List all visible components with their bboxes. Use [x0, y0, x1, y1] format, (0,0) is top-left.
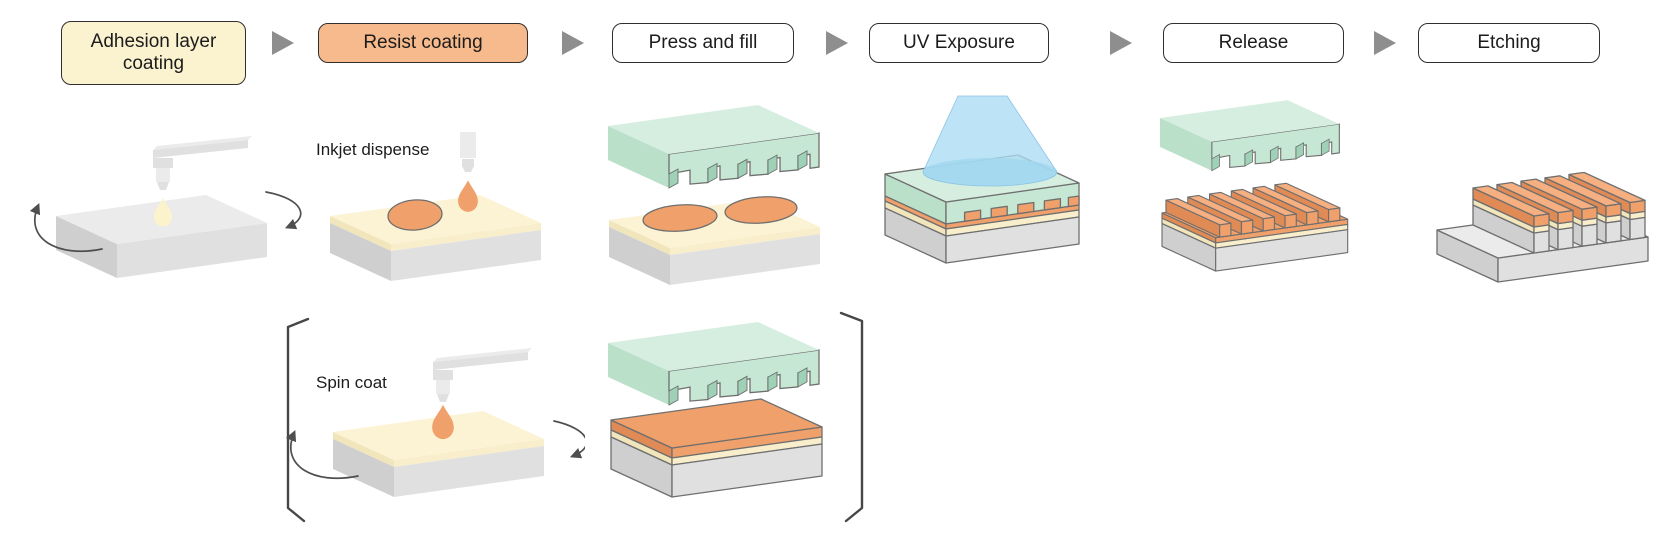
step-label: UV Exposure	[903, 31, 1015, 53]
step-resist-coating: Resist coating	[318, 23, 528, 63]
flow-arrow-icon	[826, 31, 848, 55]
step-label: Press and fill	[648, 31, 758, 53]
resist-droplet	[432, 404, 454, 440]
step-label: Adhesion layer coating	[90, 30, 217, 74]
release-illustration	[1159, 99, 1349, 272]
right-bracket	[839, 311, 864, 523]
press-and-fill-spin-illustration	[607, 321, 823, 498]
flow-arrow-icon	[562, 31, 584, 55]
step-label: Release	[1218, 31, 1289, 53]
resist-drop-blob	[642, 204, 718, 232]
step-adhesion-layer-coating: Adhesion layer coating	[61, 21, 246, 85]
imprint-mold-template	[607, 321, 820, 406]
uv-light-cone	[922, 95, 1058, 187]
flow-arrow-icon	[1110, 31, 1132, 55]
press-and-fill-illustration	[607, 104, 820, 285]
resist-drop-blob	[387, 199, 443, 231]
step-release: Release	[1163, 23, 1344, 63]
dispenser-arm-icon	[433, 348, 532, 402]
resist-droplet	[458, 180, 478, 212]
flow-arrow-icon	[1374, 31, 1396, 55]
imprint-mold-template	[1159, 99, 1340, 172]
spin-coat-label: Spin coat	[316, 373, 387, 392]
step-press-and-fill: Press and fill	[612, 23, 794, 63]
step-etching: Etching	[1418, 23, 1600, 63]
alternative-route-brackets	[286, 311, 864, 523]
adhesion-spin-coating-illustration	[29, 136, 302, 278]
etching-illustration	[1436, 172, 1649, 283]
resist-fins	[1165, 182, 1341, 238]
left-bracket	[286, 317, 310, 523]
step-label: Etching	[1477, 31, 1541, 53]
uv-exposure-illustration	[884, 95, 1080, 264]
resist-film-stack-block	[610, 398, 823, 498]
inkjet-dispense-illustration	[330, 132, 541, 281]
rotation-arrow-icon	[29, 202, 103, 253]
inkjet-nozzle-icon	[460, 132, 476, 172]
imprint-mold-template	[607, 104, 820, 189]
dispenser-arm-icon	[153, 136, 252, 190]
etched-fins	[1472, 172, 1646, 254]
patterned-resist-block	[1161, 182, 1349, 272]
flow-arrow-icon	[272, 31, 294, 55]
spin-coat-illustration	[285, 348, 585, 497]
step-label: Resist coating	[363, 31, 483, 53]
rotation-arrow-icon	[285, 429, 359, 480]
rotation-arrow-icon	[553, 420, 585, 459]
step-uv-exposure: UV Exposure	[869, 23, 1049, 63]
inkjet-dispense-label: Inkjet dispense	[316, 140, 430, 159]
resist-drop-blob	[724, 196, 798, 224]
rotation-arrow-icon	[265, 191, 302, 230]
